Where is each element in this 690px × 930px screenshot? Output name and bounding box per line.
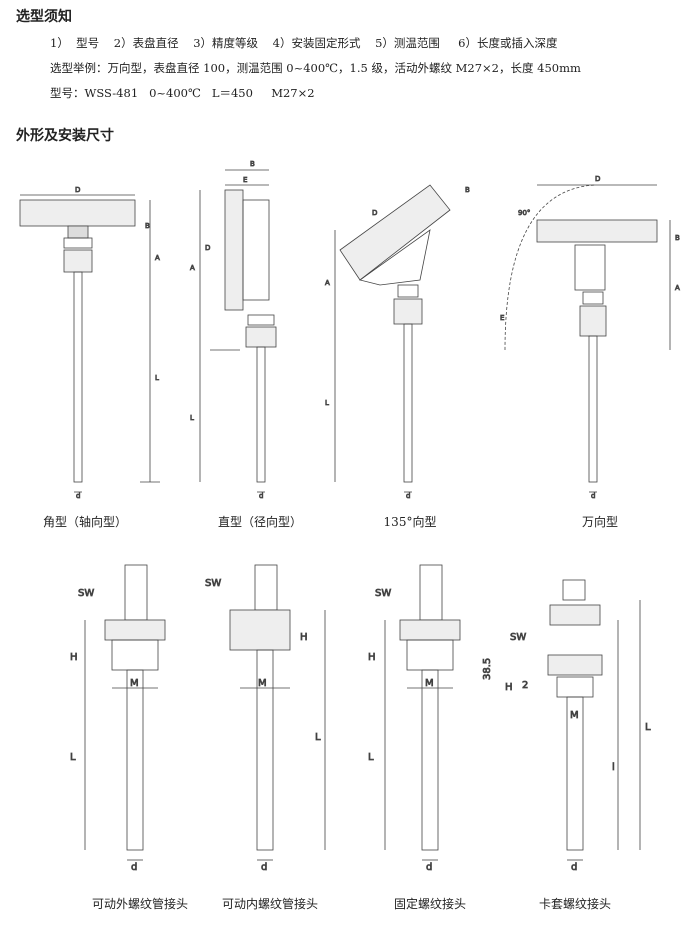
drawing-universal-type xyxy=(504,184,671,493)
dim-M: M xyxy=(130,678,139,689)
selection-example: 选型举例：万向型，表盘直径 100，测温范围 0~400℃，1.5 级，活动外螺… xyxy=(50,61,581,75)
dim-H: H xyxy=(505,682,513,693)
dim-B: B xyxy=(675,234,680,242)
dim-A: A xyxy=(155,254,160,262)
dim-A: A xyxy=(325,279,330,287)
dim-38-5: 38.5 xyxy=(482,658,493,680)
dim-SW: SW xyxy=(205,578,221,589)
dim-A: A xyxy=(190,264,195,272)
caption-movable-internal: 可动内螺纹管接头 xyxy=(221,897,318,911)
caption-ferrule-thread: 卡套螺纹接头 xyxy=(538,897,611,911)
dim-d: d xyxy=(406,492,410,500)
section-heading-selection: 选型须知 xyxy=(16,9,72,25)
dim-d: d xyxy=(131,862,137,873)
drawing-135-type xyxy=(334,184,451,493)
dim-B: B xyxy=(250,160,255,168)
dim-E: E xyxy=(500,314,504,322)
section-heading-dimensions: 外形及安装尺寸 xyxy=(16,128,114,144)
dim-D: D xyxy=(595,175,600,183)
dim-SW: SW xyxy=(375,588,391,599)
dim-D: D xyxy=(205,244,210,252)
dim-L: L xyxy=(70,752,76,763)
drawing-angle-type xyxy=(19,194,160,493)
dim-D: D xyxy=(75,186,80,194)
dim-E: E xyxy=(243,176,247,184)
dim-L: L xyxy=(368,752,374,763)
dim-2: 2 xyxy=(522,680,528,691)
drawing-movable-internal-thread xyxy=(229,564,326,861)
caption-fixed-thread: 固定螺纹接头 xyxy=(393,897,466,911)
dim-A: A xyxy=(675,284,680,292)
dim-H: H xyxy=(368,652,376,663)
dim-H: H xyxy=(300,632,308,643)
model-example: 型号：WSS-481 0~400℃ L＝450 M27×2 xyxy=(50,86,315,100)
dim-d: d xyxy=(571,862,577,873)
caption-angle-type: 角型（轴向型） xyxy=(42,515,127,529)
caption-movable-external: 可动外螺纹管接头 xyxy=(91,897,188,911)
dim-angle: 90° xyxy=(518,209,530,217)
drawing-movable-external-thread xyxy=(84,564,166,861)
dim-SW: SW xyxy=(78,588,94,599)
dim-B: B xyxy=(145,222,150,230)
dim-L: L xyxy=(645,722,651,733)
drawing-ferrule-thread xyxy=(547,579,641,861)
caption-universal-type: 万向型 xyxy=(581,515,618,529)
caption-straight-type: 直型（径向型） xyxy=(217,515,302,529)
dim-H: H xyxy=(70,652,78,663)
dim-L: L xyxy=(325,399,329,407)
dim-SW: SW xyxy=(510,632,526,643)
selection-items: 1） 型号 2）表盘直径 3）精度等级 4）安装固定形式 5）测温范围 6）长度… xyxy=(50,36,558,50)
dim-d: d xyxy=(591,492,595,500)
dim-M: M xyxy=(258,678,267,689)
caption-135-type: 135°向型 xyxy=(383,515,437,529)
dim-L: L xyxy=(190,414,194,422)
dim-d: d xyxy=(426,862,432,873)
dim-d: d xyxy=(259,492,263,500)
dim-B: B xyxy=(465,186,470,194)
dim-L: L xyxy=(155,374,159,382)
dim-M: M xyxy=(570,710,579,721)
dim-D: D xyxy=(372,209,377,217)
drawing-fixed-thread xyxy=(384,564,461,861)
dim-d: d xyxy=(76,492,80,500)
dim-M: M xyxy=(425,678,434,689)
dim-l: l xyxy=(612,762,615,773)
dim-L: L xyxy=(315,732,321,743)
dim-d: d xyxy=(261,862,267,873)
drawing-straight-type xyxy=(199,169,277,493)
